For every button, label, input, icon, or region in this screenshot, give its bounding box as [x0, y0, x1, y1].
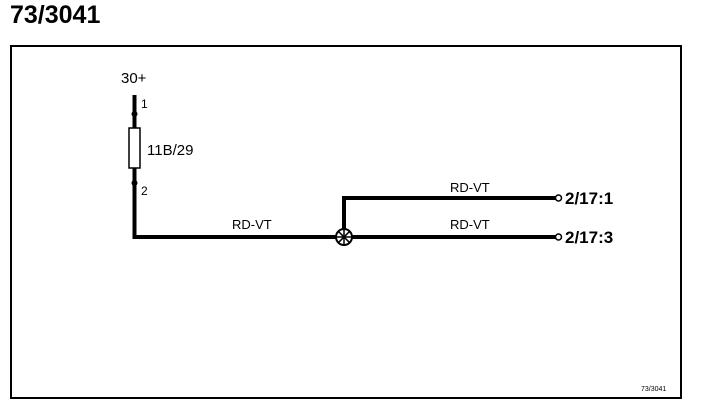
page-title: 73/3041 [10, 1, 101, 29]
fuse-pin-1-label: 1 [141, 97, 148, 111]
splice-symbol [335, 228, 353, 246]
connector-label-2-17-3: 2/17:3 [565, 228, 613, 247]
connector-terminal-2-17-3 [554, 233, 563, 241]
diagram-frame [10, 45, 682, 399]
connector-terminal-2-17-1 [554, 194, 563, 202]
fuse-pin-1-terminal [131, 111, 138, 117]
connector-label-2-17-1: 2/17:1 [565, 189, 613, 208]
fuse-symbol [128, 127, 141, 169]
fuse-label: 11B/29 [147, 142, 193, 159]
fuse-pin-2-terminal [131, 180, 138, 186]
fuse-pin-2-label: 2 [141, 184, 148, 198]
branch-wire-2-17-1-color-label: RD-VT [450, 180, 490, 195]
branch-wire-2-17-3-color-label: RD-VT [450, 217, 490, 232]
main-wire-color-label: RD-VT [232, 217, 272, 232]
drawing-id: 73/3041 [641, 386, 666, 393]
supply-label: 30+ [121, 70, 147, 87]
